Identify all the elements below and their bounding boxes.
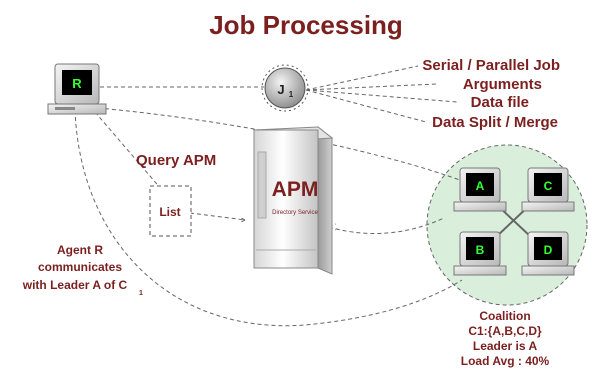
job-subscript: 1 [289,90,294,99]
apm-label: APM [272,178,319,201]
job-attributes: Serial / Parallel Job Arguments Data fil… [422,57,560,131]
agent-note-line: Agent R [57,243,103,257]
agent-r-label: R [72,76,82,91]
computer-label: D [544,243,553,257]
job-attribute: Data file [471,94,529,111]
coalition-info-line: Leader is A [473,339,538,353]
coalition-info-line: Load Avg : 40% [461,354,550,368]
connector-r-to-list [94,111,163,191]
query-apm-label: Query APM [136,152,216,169]
job-node: J 1 [261,64,309,112]
job-label: J [277,82,284,97]
agent-note: Agent R communicates with Leader A of C … [22,243,143,297]
apm-server: APM Directory Service [252,125,334,275]
coalition-computer-d: D [521,231,575,276]
connector-list-to-apm [189,212,246,224]
agent-r-computer: R [47,63,107,115]
computer-label: C [544,179,553,193]
connector-job-to-attr-4 [305,89,427,123]
list-label: List [159,205,180,219]
coalition-info-line: Coalition [479,309,530,323]
job-attribute: Arguments [463,76,542,93]
list-box: List [149,185,192,237]
coalition-info: Coalition C1:{A,B,C,D} Leader is A Load … [461,309,550,368]
connector-job-to-attr-1 [305,65,419,91]
job-attribute: Data Split / Merge [432,114,558,131]
agent-note-line: communicates [38,260,122,274]
connector-job-to-attr-3 [305,89,458,103]
agent-note-line: with Leader A of C [22,278,128,292]
page-title: Job Processing [209,10,403,40]
coalition-computer-a: A [453,167,507,212]
computer-label: B [476,243,485,257]
coalition-info-line: C1:{A,B,C,D} [468,324,542,338]
coalition-computer-b: B [453,231,507,276]
coalition-computer-c: C [521,167,575,212]
agent-note-subscript: 1 [139,290,143,297]
computer-label: A [476,179,485,193]
job-attribute: Serial / Parallel Job [422,57,560,74]
apm-service-label: Directory Service [272,210,318,216]
connector-job-to-attr-2 [305,83,437,91]
